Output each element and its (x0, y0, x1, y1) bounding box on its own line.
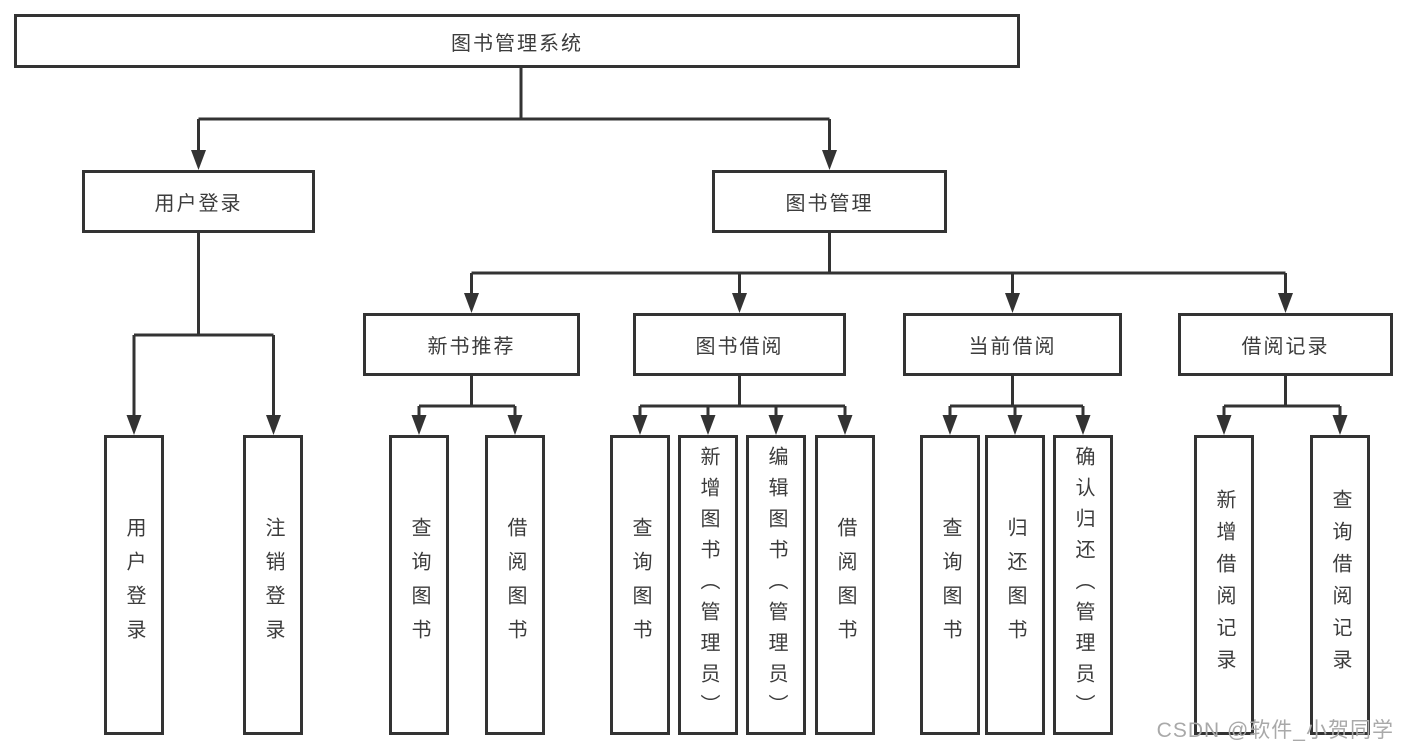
arrowhead (768, 415, 784, 435)
node-label: 借阅图书 (834, 517, 856, 653)
leaf-borrow-book-recommend: 借阅图书 (485, 435, 545, 735)
arrowhead (411, 415, 427, 435)
leaf-query-book-borrow: 查询图书 (610, 435, 670, 735)
node-label: 确认归还（管理员） (1072, 445, 1094, 725)
node-library-management-system: 图书管理系统 (14, 14, 1020, 68)
node-label: 用户登录 (154, 193, 243, 215)
arrowhead (126, 415, 142, 435)
node-label: 新增借阅记录 (1213, 489, 1235, 681)
arrowhead (1005, 293, 1020, 313)
node-label: 查询图书 (939, 517, 961, 653)
arrowhead (822, 150, 837, 170)
arrowhead (700, 415, 716, 435)
arrowhead (191, 150, 206, 170)
leaf-return-book: 归还图书 (985, 435, 1045, 735)
node-label: 借阅图书 (504, 517, 526, 653)
leaf-borrow-book: 借阅图书 (815, 435, 875, 735)
node-current-borrow: 当前借阅 (903, 313, 1122, 376)
arrowhead (837, 415, 853, 435)
arrowhead (632, 415, 648, 435)
node-label: 新增图书（管理员） (697, 445, 719, 725)
arrowhead (464, 293, 479, 313)
node-label: 图书借阅 (695, 336, 784, 358)
node-book-borrow: 图书借阅 (633, 313, 846, 376)
node-label: 查询借阅记录 (1329, 489, 1351, 681)
arrowhead (942, 415, 958, 435)
arrowhead (1007, 415, 1023, 435)
node-label: 用户登录 (123, 517, 145, 653)
arrowhead (1278, 293, 1293, 313)
node-label: 当前借阅 (968, 336, 1057, 358)
node-label: 新书推荐 (427, 336, 516, 358)
leaf-add-borrow-record: 新增借阅记录 (1194, 435, 1254, 735)
node-label: 注销登录 (262, 517, 284, 653)
node-user-login: 用户登录 (82, 170, 315, 233)
arrowhead (507, 415, 523, 435)
arrowhead (266, 415, 281, 435)
leaf-add-book-admin: 新增图书（管理员） (678, 435, 738, 735)
arrowhead (1075, 415, 1091, 435)
node-new-book-recommend: 新书推荐 (363, 313, 580, 376)
arrowhead (732, 293, 747, 313)
leaf-query-book-recommend: 查询图书 (389, 435, 449, 735)
node-label: 归还图书 (1004, 517, 1026, 653)
node-label: 编辑图书（管理员） (765, 445, 787, 725)
leaf-confirm-return-admin: 确认归还（管理员） (1053, 435, 1113, 735)
csdn-watermark: CSDN @软件_小贺同学 (1156, 719, 1394, 742)
arrowhead (1216, 415, 1232, 435)
leaf-query-book-current: 查询图书 (920, 435, 980, 735)
arrowhead (1332, 415, 1348, 435)
node-label: 图书管理系统 (451, 32, 583, 55)
leaf-edit-book-admin: 编辑图书（管理员） (746, 435, 806, 735)
leaf-query-borrow-record: 查询借阅记录 (1310, 435, 1370, 735)
node-label: 借阅记录 (1241, 336, 1330, 358)
leaf-logout: 注销登录 (243, 435, 303, 735)
node-label: 图书管理 (785, 193, 874, 215)
node-borrow-records: 借阅记录 (1178, 313, 1393, 376)
node-book-management: 图书管理 (712, 170, 947, 233)
node-label: 查询图书 (408, 517, 430, 653)
node-label: 查询图书 (629, 517, 651, 653)
leaf-user-login: 用户登录 (104, 435, 164, 735)
